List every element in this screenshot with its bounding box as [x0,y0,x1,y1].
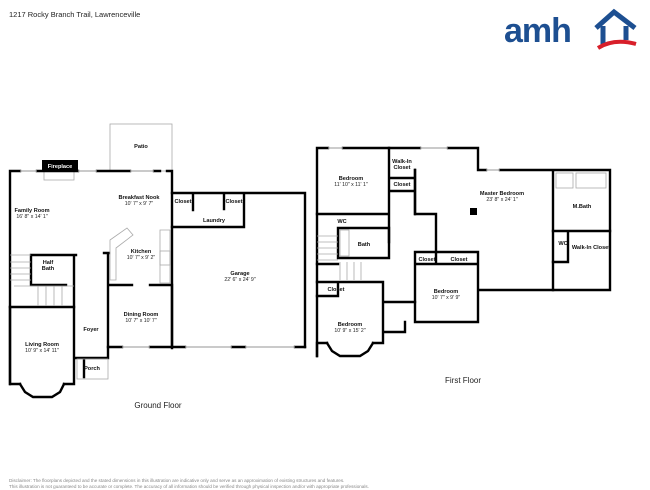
ceiling-fan-marker [470,208,477,215]
room-label-bedroom: Bedroom [338,322,363,328]
half-bath-walls [8,253,78,309]
shower [555,172,574,189]
room-label-breakfast-nook: Breakfast Nook [118,195,160,201]
room-dims-garage: 22' 6" x 24' 9" [224,277,255,283]
kitchen-walls [102,251,174,349]
room-label-master-bedroom: Master Bedroom [480,191,524,197]
bay-window [18,382,66,399]
room-label-fireplace: Fireplace [48,164,73,170]
bathtub [339,229,350,257]
room-label-wc: WC [558,241,567,247]
bedroom3-walls [315,280,417,358]
amh-logo: amh [504,6,644,54]
fireplace-box [42,160,78,171]
room-label-wc: WC [337,219,346,225]
room-dims-dining-room: 10' 7" x 10' 7" [125,318,156,324]
stairs-first [317,235,362,280]
room-label-closet: Closet [418,257,435,263]
room-label-family-room: Family Room [14,208,49,214]
disclaimer-line-2: This illustration is not guaranteed to b… [9,484,369,489]
room-label-living-room: Living Room [25,342,59,348]
room-label-patio: Patio [134,144,148,150]
tub [575,172,607,189]
room-label-walk-in-closet: Walk-In Closet [572,245,610,251]
room-dims-kitchen: 10' 7" x 9' 2" [127,255,156,261]
fireplace-hearth [43,170,75,181]
room-label-bath: Bath [358,242,371,248]
room-label-garage: Garage [230,271,249,277]
room-dims-master-bedroom: 23' 8" x 24' 1" [486,197,517,203]
floor-label-ground: Ground Floor [134,401,181,410]
family-room-wall [8,169,174,386]
room-label-closet: Closet [450,257,467,263]
bedroom1-walls [315,146,438,254]
first-floor-plan: Bedroom 11' 10" x 11' 1" Walk-In Closet … [315,146,612,385]
stairs-ground [10,254,74,306]
room-label-closet: Closet [174,199,191,205]
house-roof-icon [594,8,637,50]
floor-label-first: First Floor [445,376,481,385]
room-label-dining-room: Dining Room [124,312,159,318]
room-label-laundry: Laundry [203,218,226,224]
porch [76,358,109,380]
room-dims-breakfast-nook: 10' 7" x 9' 7" [125,201,154,207]
logo-wordmark: amh [504,12,572,50]
room-dims-bedroom: 10' 7" x 9' 9" [432,295,461,301]
room-label-closet: Closet [327,287,344,293]
stove-icon [159,250,171,266]
room-label-foyer: Foyer [83,327,99,333]
room-label-walk-in-closet: Walk-In [392,159,412,165]
garage-walls [170,225,307,350]
room-dims-bedroom: 11' 10" x 11' 1" [334,182,368,188]
room-label-bedroom: Bedroom [434,289,459,295]
first-floor-outer-walls [315,146,612,358]
bay-window-first [325,341,375,358]
room-dims-living-room: 10' 9" x 14' 11" [25,348,59,354]
ground-floor-plan: Patio Fireplace Family Room 16' 8" x 14'… [8,123,307,410]
room-label-half-bath-2: Bath [42,266,55,272]
bath-walls [315,226,391,266]
room-label-closet: Closet [393,182,410,188]
property-address: 1217 Rocky Branch Trail, Lawrenceville [9,10,141,19]
disclaimer: Disclaimer: The floorplans depicted and … [9,478,369,490]
room-label-half-bath: Half [43,260,54,266]
room-dims-family-room: 16' 8" x 14' 1" [16,214,47,220]
room-label-walk-in-closet-2: Closet [393,165,410,171]
room-label-m-bath: M.Bath [573,204,592,210]
room-label-porch: Porch [84,366,100,372]
room-label-closet: Closet [225,199,242,205]
room-label-bedroom: Bedroom [339,176,364,182]
closet-laundry-walls [170,191,307,349]
mbath-inner-walls [551,229,612,264]
room-label-kitchen: Kitchen [131,249,152,255]
disclaimer-line-1: Disclaimer: The floorplans depicted and … [9,478,345,483]
master-walls [413,250,555,324]
living-room-walls [8,305,110,386]
room-dims-bedroom: 10' 9" x 15' 2" [334,328,365,334]
